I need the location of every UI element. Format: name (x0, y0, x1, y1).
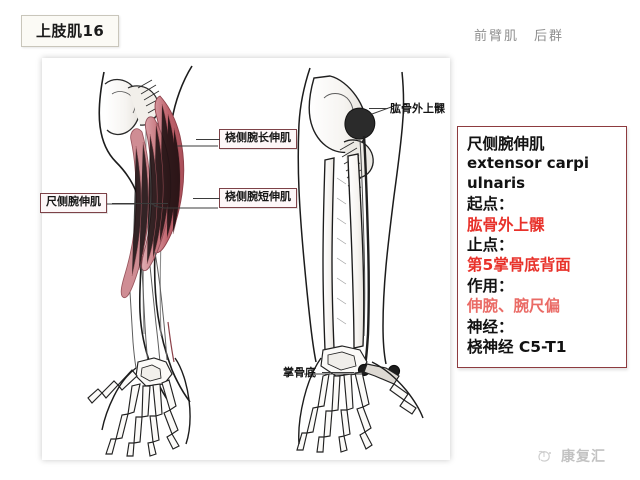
slide-title-chip: 上肢肌16 (21, 15, 120, 47)
leader-line-metacarpal (322, 372, 354, 373)
info-muscle-latin-line1: extensor carpi (467, 154, 590, 173)
watermark: 康复汇 (536, 446, 606, 466)
anatomy-illustration-svg (42, 58, 450, 460)
leader-line-epicondyle (369, 108, 388, 109)
anatomy-figure-panel (42, 58, 450, 460)
info-origin-key: 起点： (467, 195, 514, 214)
right-arm-skeleton-view (296, 67, 424, 453)
info-insertion-value: 第5掌骨底背面 (467, 256, 571, 275)
callout-extensor-carpi-ulnaris[interactable]: 尺侧腕伸肌 (40, 193, 107, 213)
slide-subtitle: 前臂肌 后群 (474, 29, 565, 44)
info-muscle-name-cn: 尺侧腕伸肌 (467, 135, 545, 153)
right-hand-skeleton (296, 345, 417, 453)
watermark-text: 康复汇 (561, 449, 606, 465)
info-action-key: 作用： (467, 276, 514, 295)
leader-line-ecrb (193, 198, 220, 199)
leader-line-ecu (112, 203, 168, 204)
info-origin-value: 肱骨外上髁 (467, 215, 545, 234)
info-nerve-key: 神经： (467, 317, 514, 336)
callout-extensor-carpi-radialis-longus[interactable]: 桡侧腕长伸肌 (219, 129, 297, 149)
info-insertion-key: 止点： (467, 235, 514, 254)
label-base-of-metacarpal: 掌骨底 (283, 366, 316, 379)
info-muscle-latin-line2: ulnaris (467, 174, 526, 193)
leader-line-ecrl (196, 139, 220, 140)
callout-extensor-carpi-radialis-brevis[interactable]: 桡侧腕短伸肌 (219, 188, 297, 208)
sprout-logo-icon (538, 450, 551, 462)
info-action-value: 伸腕、腕尺偏 (467, 297, 561, 316)
left-hand-skeleton (87, 357, 180, 457)
info-nerve-value: 桡神经 C5-T1 (467, 338, 567, 357)
label-lateral-epicondyle-of-humerus: 肱骨外上髁 (390, 102, 445, 115)
muscle-info-box: 尺侧腕伸肌 extensor carpi ulnaris 起点： 肱骨外上髁 止… (457, 126, 627, 368)
